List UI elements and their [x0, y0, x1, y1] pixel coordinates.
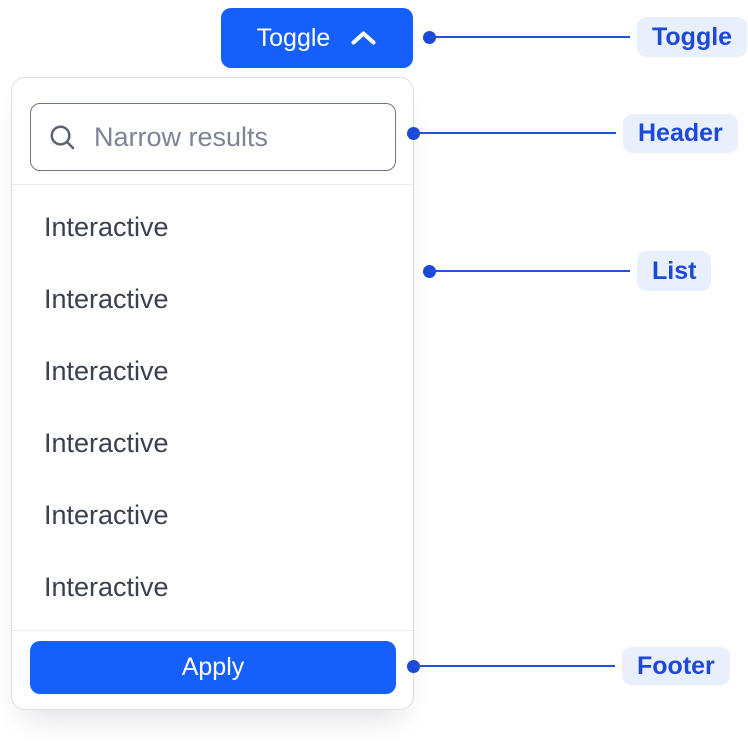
toggle-annotation-dot — [423, 30, 436, 44]
toggle-button-label: Toggle — [256, 23, 331, 52]
list-item[interactable]: Interactive — [44, 499, 169, 530]
chevron-up-icon — [350, 30, 377, 46]
header-annotation-label: Header — [623, 114, 738, 153]
apply-button[interactable]: Apply — [30, 641, 396, 694]
toggle-annotation-label: Toggle — [637, 17, 748, 57]
dropdown-panel: Interactive Interactive Interactive Inte… — [11, 77, 414, 710]
footer-divider — [12, 630, 413, 631]
list-item[interactable]: Interactive — [44, 355, 169, 386]
dropdown-list: Interactive Interactive Interactive Inte… — [12, 186, 413, 623]
header-annotation-line — [413, 131, 616, 135]
toggle-button[interactable]: Toggle — [221, 8, 413, 68]
toggle-annotation-line — [430, 35, 630, 39]
header-divider — [12, 184, 413, 185]
footer-annotation-label: Footer — [622, 647, 730, 685]
list-annotation-line — [429, 269, 630, 273]
list-item[interactable]: Interactive — [44, 283, 169, 314]
list-annotation-label: List — [637, 251, 712, 291]
search-box[interactable] — [30, 103, 396, 171]
search-icon — [47, 122, 78, 153]
footer-annotation-line — [413, 664, 615, 668]
list-item[interactable]: Interactive — [44, 211, 169, 242]
list-item[interactable]: Interactive — [44, 427, 169, 458]
list-item[interactable]: Interactive — [44, 571, 169, 602]
search-input[interactable] — [92, 120, 379, 154]
